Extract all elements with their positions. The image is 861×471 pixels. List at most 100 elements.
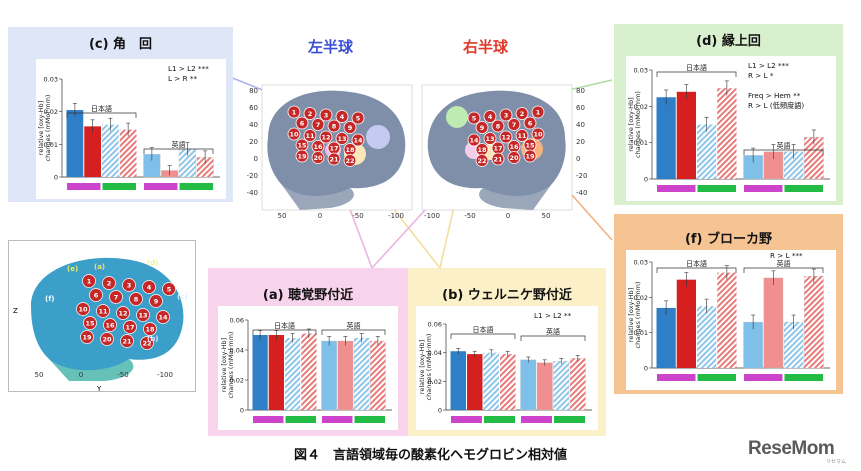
channel-dot xyxy=(319,130,333,144)
panel-a: (a) 聴覚野付近 relative [oxy-Hb]changes (mMol… xyxy=(208,268,408,436)
channel-dot xyxy=(475,121,489,134)
left-brain-view xyxy=(261,84,413,211)
stat-annotation: Freq > Hem ** xyxy=(748,91,801,100)
panel-b: (b) ウェルニケ野付近 relative [oxy-Hb]changes (m… xyxy=(408,268,606,436)
channel-number: 3 xyxy=(324,112,329,120)
inset-channel-dot xyxy=(100,332,114,346)
channel-number: 11 xyxy=(305,132,315,140)
bar-L1-Rh xyxy=(119,129,137,177)
inset-channel-number: 3 xyxy=(127,282,132,290)
stat-annotation: L1 > L2 *** xyxy=(168,64,209,73)
y-tick-label: 0.02 xyxy=(634,294,648,302)
channel-dot xyxy=(303,129,317,142)
chart-supramarginal-gyrus: relative [oxy-Hb]changes (mMol·mm)0.030.… xyxy=(626,56,836,201)
inset-channel-dot xyxy=(89,288,103,302)
inset-channel-dot xyxy=(96,304,110,318)
y-tick-label: 0.04 xyxy=(230,347,244,355)
inset-tick-label: -50 xyxy=(117,371,128,379)
condition-marker xyxy=(253,416,284,423)
channel-number: 9 xyxy=(348,124,353,132)
channel-dot xyxy=(507,151,521,164)
stat-annotation: L > R ** xyxy=(168,74,197,83)
left-brain-y-tick: -20 xyxy=(247,172,258,180)
inset-channel-number: 4 xyxy=(147,284,152,292)
inset-channel-number: 21 xyxy=(122,338,132,346)
right-brain-view xyxy=(421,84,573,211)
inset-axis-z: Z xyxy=(13,307,18,315)
channel-dot xyxy=(335,110,349,123)
bar-L1-R xyxy=(268,335,284,410)
group-label: 英語 xyxy=(546,327,560,336)
channel-number: 4 xyxy=(340,113,345,121)
channel-dot xyxy=(303,107,317,120)
channel-number: 5 xyxy=(356,115,361,123)
y-tick-label: 0.02 xyxy=(428,378,442,386)
inset-channel-number: 7 xyxy=(114,294,119,302)
condition-marker xyxy=(67,183,101,190)
channel-number: 6 xyxy=(300,120,305,128)
panel-a-title: (a) 聴覚野付近 xyxy=(262,288,354,303)
channel-dot xyxy=(343,154,357,167)
right-hemisphere-label: 右半球 xyxy=(463,38,509,56)
inset-region-label: (a) xyxy=(94,263,105,271)
group-label: 日本語 xyxy=(686,63,707,72)
right-brain-y-tick: 40 xyxy=(576,121,585,129)
panel-c-title: (c) 角 回 xyxy=(88,37,153,52)
inset-tick-label: 0 xyxy=(79,371,83,379)
right-brain-y-tick: 0 xyxy=(576,155,580,163)
stat-annotation: R > L * xyxy=(748,71,774,80)
condition-marker xyxy=(322,416,353,423)
right-brain-y-tick: 60 xyxy=(576,104,585,112)
condition-marker xyxy=(657,374,696,381)
condition-marker xyxy=(285,416,316,423)
inset-channel-dot xyxy=(103,318,117,332)
stat-annotation: L1 > L2 ** xyxy=(534,311,572,320)
chart-auditory-area: relative [oxy-Hb]changes (mMol·mm)0.060.… xyxy=(218,306,398,430)
inset-channel-number: 22 xyxy=(142,340,151,348)
bar-L2-Lh xyxy=(553,361,570,411)
channel-dot xyxy=(287,105,301,119)
inset-channel-dot xyxy=(162,282,176,296)
channel-number: 16 xyxy=(313,143,323,151)
channel-dot xyxy=(295,138,309,152)
channel-number: 16 xyxy=(509,143,519,151)
group-label: 日本語 xyxy=(91,104,112,113)
group-label: 日本語 xyxy=(274,321,295,330)
right-brain-y-tick: -20 xyxy=(576,172,587,180)
channel-dot xyxy=(499,130,513,144)
right-brain-x-tick: -50 xyxy=(464,212,475,220)
channel-dot xyxy=(327,141,341,155)
group-bracket xyxy=(743,149,824,155)
y-tick-label: 0 xyxy=(438,407,442,415)
bar-L1-Rh xyxy=(717,88,737,179)
panel-f: (f) ブローカ野 relative [oxy-Hb]changes (mMol… xyxy=(614,214,843,394)
inset-channel-dot xyxy=(143,322,157,336)
bar-L1-L xyxy=(252,335,268,410)
channel-dot xyxy=(491,152,505,166)
inset-channel-dot xyxy=(120,334,134,348)
group-label: 英語 xyxy=(172,140,186,149)
inset-channel-dot xyxy=(76,302,90,316)
bar-L1-Lh xyxy=(697,306,717,368)
bar-L2-R xyxy=(536,362,553,411)
group-bracket xyxy=(143,148,214,154)
y-axis-label: relative [oxy-Hb]changes (mMol·mm) xyxy=(220,332,235,399)
inset-region-label: (d) xyxy=(147,259,158,267)
chart-angular-gyrus: relative [oxy-Hb]changes (mMol·mm)0.030.… xyxy=(36,59,226,199)
stat-annotation: L1 > L2 *** xyxy=(748,61,789,70)
channel-number: 13 xyxy=(485,135,494,143)
inset-channel-number: 5 xyxy=(167,286,172,294)
channel-dot xyxy=(483,132,497,145)
bar-L1-L xyxy=(450,351,466,410)
channel-dot xyxy=(507,118,521,131)
inset-channel-number: 14 xyxy=(158,314,168,322)
condition-marker xyxy=(744,185,783,192)
channel-dot xyxy=(343,121,357,134)
channel-dot xyxy=(491,119,505,133)
channel-dot xyxy=(467,111,481,125)
left-brain-y-tick: 0 xyxy=(254,155,258,163)
condition-marker xyxy=(354,416,385,423)
right-brain-x-tick: 0 xyxy=(506,212,510,220)
condition-marker xyxy=(102,183,136,190)
bar-L2-L xyxy=(520,359,537,411)
